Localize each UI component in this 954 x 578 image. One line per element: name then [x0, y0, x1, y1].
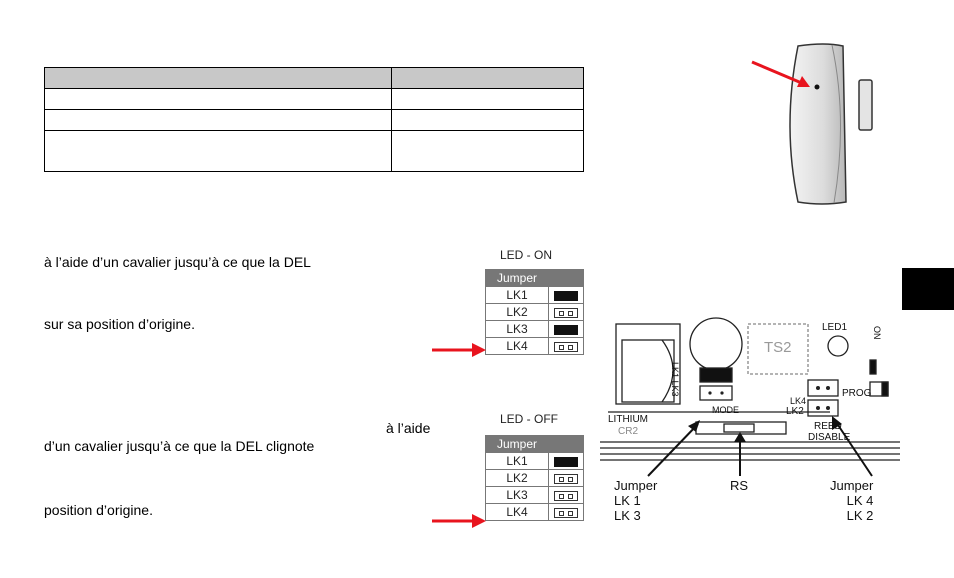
- table-cell: [44, 67, 392, 89]
- jumper-name: LK4: [485, 503, 549, 521]
- jumper-open-icon: [554, 307, 578, 318]
- instruction-text-4: position d’origine.: [44, 502, 153, 518]
- table-cell: [391, 67, 584, 89]
- table-row: [44, 109, 584, 131]
- jumper-open-icon: [554, 490, 578, 501]
- pcb-rs-label: RS: [730, 478, 749, 493]
- jumper-open-icon: [554, 473, 578, 484]
- pcb-disable-label: DISABLE: [808, 432, 851, 443]
- instruction-text-3a: à l’aide: [386, 420, 431, 436]
- table-cell: [44, 88, 392, 110]
- pcb-ts-label: TS2: [764, 339, 792, 356]
- jumper-name: LK3: [485, 486, 549, 504]
- table-row: [44, 88, 584, 110]
- pcb-cr2-label: CR2: [618, 426, 639, 437]
- pcb-mode-label: MODE: [712, 405, 739, 415]
- led-off-title: LED - OFF: [500, 412, 559, 426]
- door-sensor-illustration: [751, 43, 873, 205]
- pcb-prog-label: PROG: [842, 388, 872, 399]
- led-dot-icon: [814, 84, 820, 90]
- jumper-name: LK1: [485, 452, 549, 470]
- instruction-text-2: sur sa position d’origine.: [44, 316, 195, 332]
- jumper-header: Jumper: [485, 435, 549, 453]
- jumper-name: LK2: [485, 469, 549, 487]
- pcb-on-label: ON: [872, 326, 882, 340]
- table-header-row: [44, 67, 584, 89]
- pcb-jumper-right-label: Jumper LK 4 LK 2: [830, 478, 874, 523]
- red-arrow-icon: [797, 76, 810, 87]
- jumper-closed-icon: [554, 290, 578, 301]
- table-cell: [391, 109, 584, 131]
- table-cell: [391, 88, 584, 110]
- table-cell: [44, 109, 392, 131]
- table-cell: [44, 130, 392, 172]
- section-tab: [902, 268, 954, 310]
- table-row: [44, 130, 584, 172]
- pcb-diagram: [600, 317, 900, 477]
- pcb-led-label: LED1: [822, 322, 848, 333]
- instruction-text-3b: d’un cavalier jusqu’à ce que la DEL clig…: [44, 438, 315, 454]
- pcb-lithium-label: LITHIUM: [608, 414, 648, 425]
- info-table: [44, 67, 584, 172]
- led-on-title: LED - ON: [500, 248, 553, 262]
- pcb-reed-label: REED: [814, 421, 842, 432]
- pcb-jumper-left-label: Jumper LK 1 LK 3: [614, 478, 658, 523]
- jumper-closed-icon: [554, 324, 578, 335]
- red-arrow-icon: [432, 514, 486, 528]
- jumper-name: LK2: [485, 303, 549, 321]
- red-arrow-icon: [432, 343, 486, 357]
- pcb-lk4-label: LK4: [790, 396, 807, 406]
- table-cell: [391, 130, 584, 172]
- jumper-closed-icon: [554, 456, 578, 467]
- pcb-lk1lk3-label: LK1 LK3: [670, 362, 680, 397]
- jumper-name: LK1: [485, 286, 549, 304]
- jumper-name: LK4: [485, 337, 549, 355]
- jumper-open-icon: [554, 341, 578, 352]
- jumper-off-table: Jumper LK1 LK2 LK3 LK4: [485, 435, 584, 521]
- jumper-name: LK3: [485, 320, 549, 338]
- instruction-text-1: à l’aide d’un cavalier jusqu’à ce que la…: [44, 254, 311, 270]
- jumper-header: Jumper: [485, 269, 549, 287]
- pcb-lk2-label: LK2: [786, 406, 804, 417]
- jumper-open-icon: [554, 507, 578, 518]
- jumper-on-table: Jumper LK1 LK2 LK3 LK4: [485, 269, 584, 355]
